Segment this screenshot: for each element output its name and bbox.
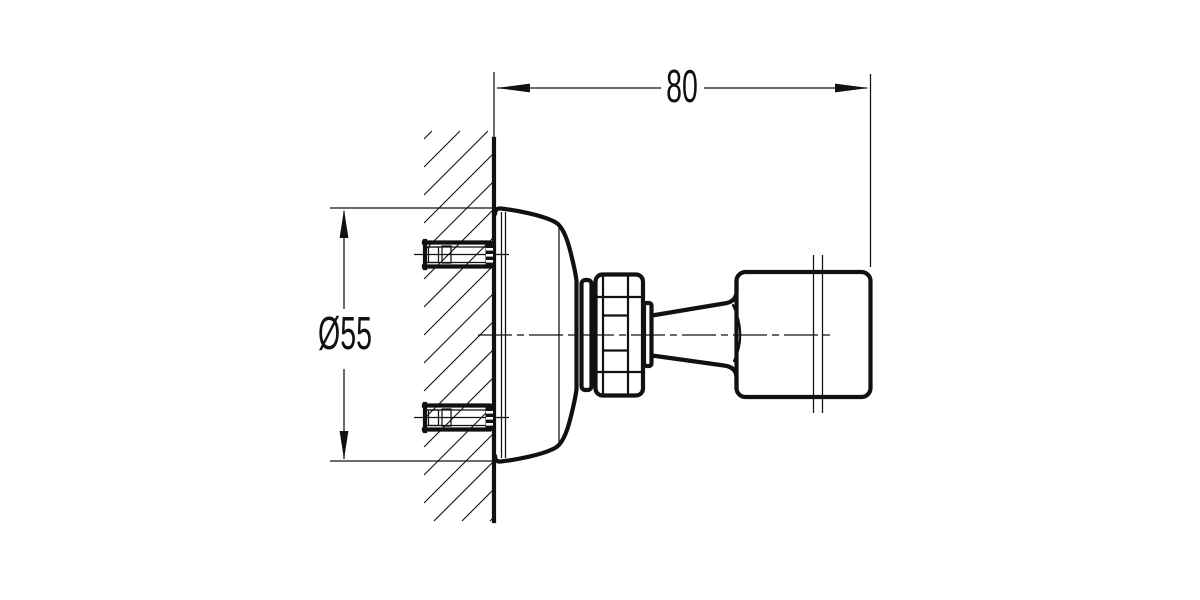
hatch-line (423, 130, 489, 196)
hatch-line (423, 292, 495, 364)
hatch-line (423, 376, 495, 448)
thread-slit (486, 417, 493, 420)
hatch-line (423, 130, 461, 168)
arrowhead-top (339, 209, 349, 238)
thread-slit (486, 423, 493, 426)
escutcheon-outline (492, 206, 579, 464)
dimension-80: 80 (493, 61, 872, 267)
dimension-55: Ø55 (318, 207, 492, 462)
handle-fillet-arc (731, 303, 742, 363)
hatch-line (423, 404, 495, 476)
hatch-line (423, 348, 495, 420)
hatch-line (461, 488, 495, 522)
union-ring (427, 246, 440, 264)
dimension-55-label: Ø55 (318, 308, 372, 360)
hatch-line (423, 320, 495, 392)
stem-top-edge (649, 277, 739, 318)
union-ring (441, 245, 452, 264)
union-ring (441, 408, 452, 427)
thread-slit (486, 411, 493, 414)
hatch-line (423, 432, 495, 504)
supply-pipe-top (414, 238, 509, 271)
dimension-80-label: 80 (666, 61, 698, 113)
hatch-line (423, 236, 495, 308)
arrowhead-left (496, 83, 530, 93)
handle-knob (731, 255, 873, 413)
handle-section-lines (812, 255, 824, 413)
thread-slit (486, 260, 493, 263)
arrowhead-bottom (339, 431, 349, 460)
thread-slit (486, 248, 493, 251)
hatch-line (423, 264, 495, 336)
union-ring (427, 409, 440, 427)
supply-pipe-bottom (414, 401, 509, 434)
arrowhead-right (835, 83, 869, 93)
hatch-line (423, 152, 495, 224)
thread-slit (486, 254, 493, 257)
hatch-line (433, 460, 495, 522)
wall-hatching (423, 130, 495, 522)
stem-bottom-edge (649, 353, 739, 392)
hatch-line (423, 180, 495, 252)
hatch-line (423, 130, 433, 140)
